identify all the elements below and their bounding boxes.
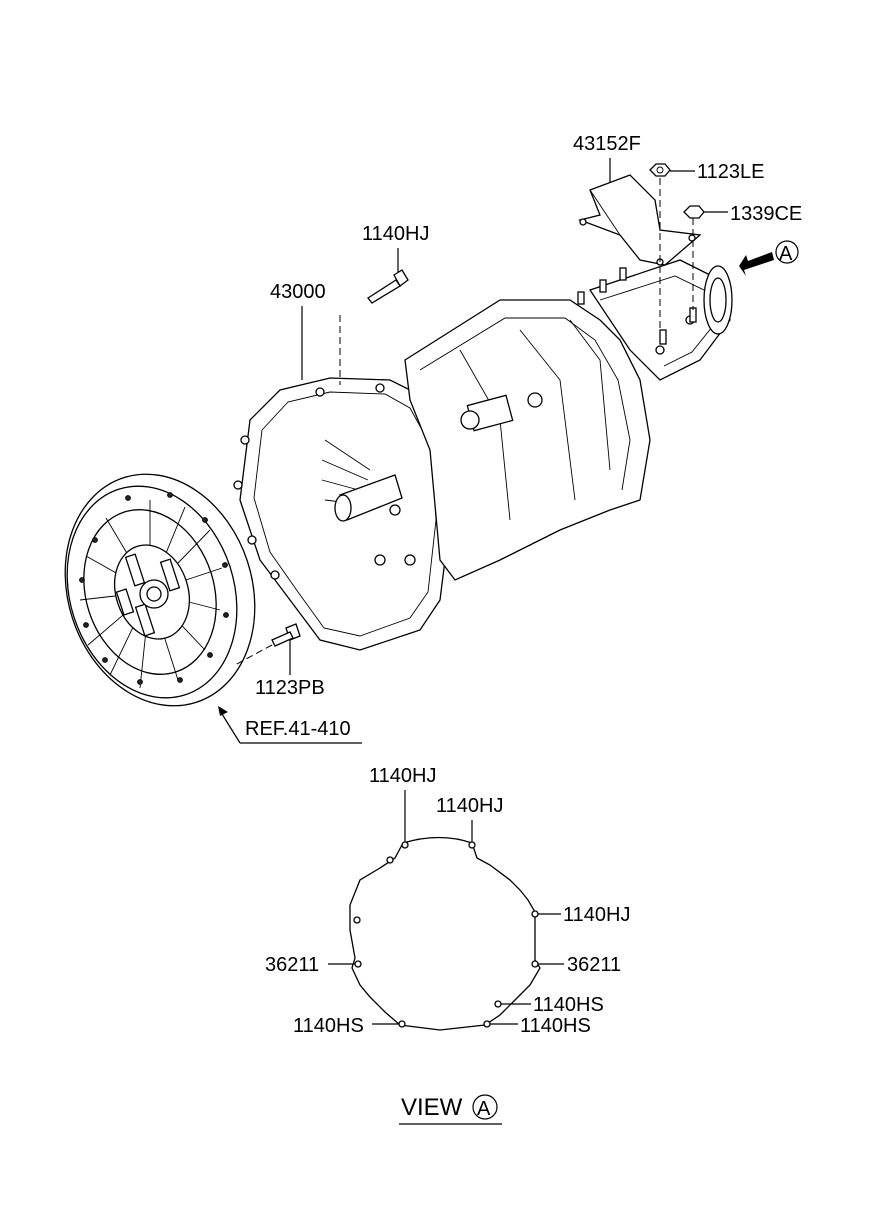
view-a-caption: VIEW A	[399, 1094, 502, 1125]
svg-text:1339CE: 1339CE	[730, 203, 802, 225]
label-43000: 43000	[270, 281, 326, 380]
svg-text:VIEW: VIEW	[401, 1094, 463, 1121]
svg-text:1140HJ: 1140HJ	[362, 223, 429, 245]
svg-text:REF.41-410: REF.41-410	[245, 718, 351, 740]
gasket-36211-view	[349, 836, 541, 1031]
svg-text:1140HS: 1140HS	[533, 994, 604, 1016]
bracket-43152f	[577, 174, 702, 266]
bolt-1140hj-top	[367, 269, 409, 304]
svg-text:1140HS: 1140HS	[520, 1015, 591, 1037]
view-a-arrow: A	[739, 240, 799, 276]
view-label-left-mid: 36211	[265, 954, 355, 976]
view-label-right-lower: 1140HS	[501, 994, 604, 1016]
view-label-top-right: 1140HJ	[436, 795, 503, 842]
svg-text:36211: 36211	[567, 954, 621, 976]
view-label-bottom-left: 1140HS	[293, 1015, 399, 1037]
label-43152f: 43152F	[573, 133, 641, 182]
bolt-1123pb	[271, 623, 301, 647]
svg-text:1123PB: 1123PB	[255, 677, 325, 699]
svg-text:1140HJ: 1140HJ	[563, 904, 630, 926]
label-1123pb: 1123PB	[255, 640, 325, 699]
label-ref-41-410: REF.41-410	[218, 706, 362, 744]
view-label-top-left: 1140HJ	[369, 765, 436, 842]
svg-text:1140HJ: 1140HJ	[436, 795, 503, 817]
view-label-bottom-right: 1140HS	[490, 1015, 591, 1037]
transmission-assembly	[233, 259, 733, 651]
view-label-right-mid: 36211	[538, 954, 621, 976]
label-1339ce: 1339CE	[704, 203, 802, 225]
clutch-assembly	[64, 473, 256, 707]
nut-1123le	[649, 163, 671, 177]
svg-text:1140HJ: 1140HJ	[369, 765, 436, 787]
clutch-springs	[115, 553, 181, 637]
view-label-right-upper: 1140HJ	[538, 904, 630, 926]
svg-text:43000: 43000	[270, 281, 326, 303]
clutch-rivets	[79, 492, 229, 685]
svg-text:1123LE: 1123LE	[697, 161, 764, 183]
label-1123le: 1123LE	[670, 161, 764, 183]
label-1140hj-top: 1140HJ	[362, 223, 429, 272]
svg-text:36211: 36211	[265, 954, 319, 976]
svg-text:43152F: 43152F	[573, 133, 641, 155]
view-letter-a: A	[477, 1098, 491, 1120]
svg-text:1140HS: 1140HS	[293, 1015, 364, 1037]
arrow-letter-a: A	[779, 243, 793, 265]
bolt-1339ce	[683, 205, 705, 219]
